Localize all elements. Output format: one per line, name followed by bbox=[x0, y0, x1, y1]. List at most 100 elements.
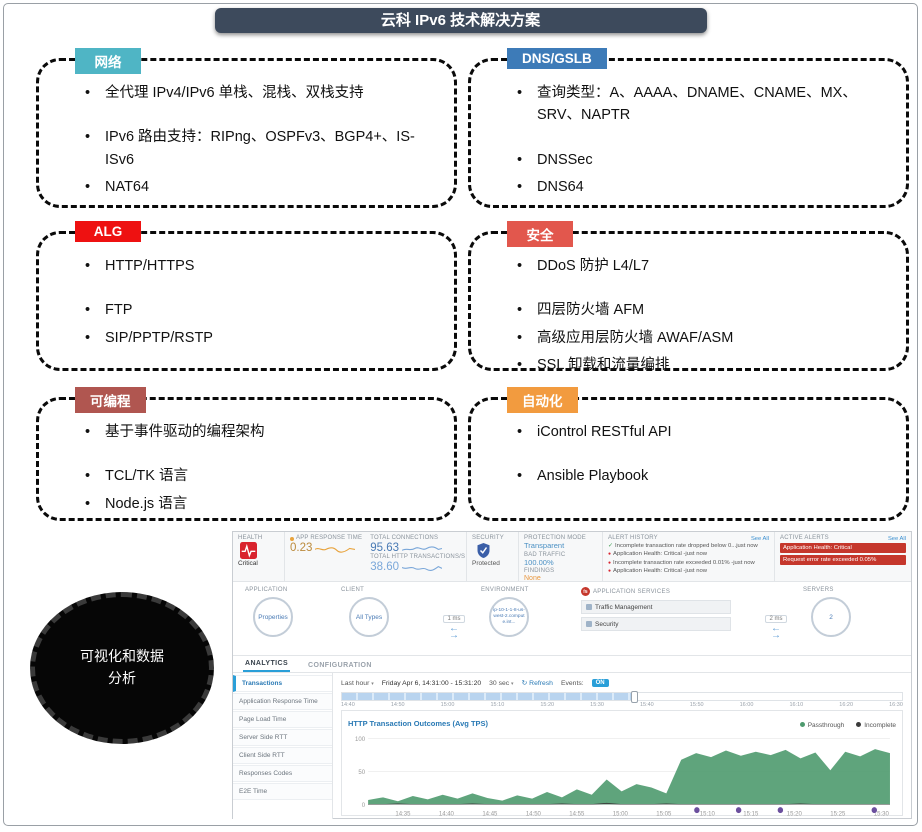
tab-configuration[interactable]: CONFIGURATION bbox=[308, 662, 372, 669]
arrow-right-icon: → bbox=[771, 630, 781, 641]
findings-label: FINDINGS bbox=[524, 568, 555, 575]
protection-mode-label: PROTECTION MODE bbox=[524, 535, 587, 541]
svg-text:15:25: 15:25 bbox=[830, 810, 846, 817]
events-toggle[interactable]: ON bbox=[591, 679, 609, 687]
bullet-item: SSL 卸载和流量编排 bbox=[515, 354, 890, 377]
feature-box-security-list: DDoS 防护 L4/L7四层防火墙 AFM高级应用层防火墙 AWAF/ASMS… bbox=[515, 255, 890, 377]
feature-box-programmable-label: 可编程 bbox=[75, 387, 146, 413]
application-label: APPLICATION bbox=[245, 587, 288, 593]
findings-value: None bbox=[524, 575, 541, 581]
environment-node[interactable]: ip-10-1-1-8-us-west-2.compute.int... bbox=[489, 597, 529, 637]
chart-title: HTTP Transaction Outcomes (Avg TPS) bbox=[348, 718, 489, 728]
feature-box-dns-gslb-list: 查询类型：A、AAAA、DNAME、CNAME、MX、SRV、NAPTRDNSS… bbox=[515, 82, 890, 199]
refresh-icon: ↻ bbox=[521, 680, 528, 687]
svg-text:15:10: 15:10 bbox=[700, 810, 716, 817]
health-critical-icon bbox=[238, 542, 279, 559]
interval-select[interactable]: 30 sec ▾ bbox=[489, 679, 514, 687]
client-column: CLIENT All Types bbox=[341, 587, 427, 653]
sidebar-metric-item[interactable]: Server Side RTT bbox=[233, 729, 332, 746]
svg-text:14:45: 14:45 bbox=[482, 810, 498, 817]
svg-text:15:15: 15:15 bbox=[743, 810, 759, 817]
svg-text:14:40: 14:40 bbox=[439, 810, 455, 817]
total-http-value: 38.60 bbox=[370, 561, 399, 573]
range-select[interactable]: Last hour ▾ bbox=[341, 679, 374, 687]
sidebar-metric-item[interactable]: Application Response Time bbox=[233, 693, 332, 710]
total-connections-label: TOTAL CONNECTIONS bbox=[370, 535, 439, 541]
application-node[interactable]: Properties bbox=[253, 597, 293, 637]
alert-history-list: Incomplete transaction rate dropped belo… bbox=[608, 542, 769, 575]
services-servers-latency: 2 ms ← → bbox=[749, 587, 803, 653]
active-alerts-label: ACTIVE ALERTS bbox=[780, 535, 829, 541]
active-alerts-see-all-link[interactable]: See All bbox=[887, 535, 906, 542]
sidebar-metric-item[interactable]: E2E Time bbox=[233, 783, 332, 800]
servers-node[interactable]: 2 bbox=[811, 597, 851, 637]
application-column: APPLICATION Properties bbox=[245, 587, 341, 653]
alert-status-icon bbox=[608, 550, 611, 558]
timeline-tick: 16:30 bbox=[889, 702, 903, 708]
feature-box-security-label: 安全 bbox=[507, 221, 573, 247]
chart-area: Last hour ▾ Friday Apr 6, 14:31:00 - 15:… bbox=[333, 673, 911, 819]
page-title: 云科 IPv6 技术解决方案 bbox=[214, 8, 707, 33]
client-env-latency: 1 ms ← → bbox=[427, 587, 481, 653]
slide-page: 云科 IPv6 技术解决方案 网络 全代理 IPv4/IPv6 单栈、混栈、双栈… bbox=[3, 3, 918, 826]
svg-text:15:00: 15:00 bbox=[613, 810, 629, 817]
application-services-column: f5 APPLICATION SERVICES Traffic Manageme… bbox=[581, 587, 749, 653]
f5-ball-icon: f5 bbox=[581, 587, 590, 596]
servers-label: SERVERS bbox=[803, 587, 834, 593]
svg-text:100: 100 bbox=[355, 736, 366, 743]
arrow-right-icon: → bbox=[449, 630, 459, 641]
svg-text:15:30: 15:30 bbox=[874, 810, 890, 817]
bullet-item: TCL/TK 语言 bbox=[83, 465, 438, 488]
environment-column: ENVIRONMENT ip-10-1-1-8-us-west-2.comput… bbox=[481, 587, 581, 653]
client-node[interactable]: All Types bbox=[349, 597, 389, 637]
bullet-item: HTTP/HTTPS bbox=[83, 255, 438, 278]
feature-box-security: 安全 DDoS 防护 L4/L7四层防火墙 AFM高级应用层防火墙 AWAF/A… bbox=[468, 221, 909, 377]
health-panel: HEALTH Critical bbox=[233, 532, 285, 581]
security-status: Protected bbox=[472, 560, 500, 567]
timeline-tick: 16:20 bbox=[839, 702, 854, 708]
refresh-button[interactable]: ↻ Refresh bbox=[521, 680, 553, 687]
analytics-dashboard: HEALTH Critical APP RESPONSE TIME 0.23 bbox=[232, 531, 912, 819]
bullet-item: iControl RESTful API bbox=[515, 421, 890, 444]
tab-analytics[interactable]: ANALYTICS bbox=[243, 660, 291, 672]
alert-history-panel: ALERT HISTORY See All Incomplete transac… bbox=[603, 532, 775, 581]
feature-box-network-list: 全代理 IPv4/IPv6 单栈、混栈、双栈支持IPv6 路由支持：RIPng、… bbox=[83, 82, 438, 199]
dashboard-tab-bar: ANALYTICS CONFIGURATION bbox=[233, 656, 911, 673]
bullet-item: Ansible Playbook bbox=[515, 465, 890, 488]
alert-history-item: Incomplete transaction rate exceeded 0.0… bbox=[608, 559, 769, 567]
security-label: SECURITY bbox=[472, 535, 504, 541]
service-icon bbox=[586, 604, 592, 610]
connections-sparkline-icon bbox=[401, 545, 442, 551]
security-panel: SECURITY Protected bbox=[467, 532, 519, 581]
sidebar-metric-item[interactable]: Client Side RTT bbox=[233, 747, 332, 764]
timeline-tick: 15:00 bbox=[440, 702, 455, 708]
feature-box-programmable: 可编程 基于事件驱动的编程架构TCL/TK 语言Node.js 语言 bbox=[36, 387, 457, 521]
alert-status-icon bbox=[608, 542, 613, 550]
timeline-tick: 15:50 bbox=[689, 702, 704, 708]
app-response-time-label: APP RESPONSE TIME bbox=[296, 535, 363, 541]
app-response-time-metric: APP RESPONSE TIME 0.23 bbox=[290, 535, 362, 578]
sidebar-metric-item[interactable]: Responses Codes bbox=[233, 765, 332, 782]
feature-box-alg-label: ALG bbox=[75, 221, 141, 242]
events-toggle-label: Events: bbox=[560, 679, 584, 687]
service-row[interactable]: Traffic Management bbox=[581, 600, 731, 614]
bad-traffic-label: BAD TRAFFIC bbox=[524, 551, 566, 558]
sidebar-metric-item[interactable]: Transactions bbox=[233, 675, 332, 692]
bullet-item: NAT64 bbox=[83, 176, 438, 199]
alert-history-see-all-link[interactable]: See All bbox=[750, 535, 769, 542]
feature-box-dns-gslb-label: DNS/GSLB bbox=[507, 48, 607, 69]
services-list: Traffic Management Security bbox=[581, 600, 731, 634]
time-range-scrubber[interactable] bbox=[341, 691, 903, 703]
latency-2ms-badge: 2 ms bbox=[765, 615, 787, 623]
sidebar-metric-item[interactable]: Page Load Time bbox=[233, 711, 332, 728]
service-row[interactable]: Security bbox=[581, 617, 731, 631]
chart-toolbar: Last hour ▾ Friday Apr 6, 14:31:00 - 15:… bbox=[341, 676, 903, 690]
dashboard-summary-strip: HEALTH Critical APP RESPONSE TIME 0.23 bbox=[233, 532, 911, 582]
total-http-label: TOTAL HTTP TRANSACTIONS/S bbox=[370, 554, 466, 560]
svg-text:50: 50 bbox=[358, 769, 365, 776]
visualization-oval: 可视化和数据分析 bbox=[30, 592, 214, 744]
scrubber-handle[interactable] bbox=[630, 691, 638, 703]
